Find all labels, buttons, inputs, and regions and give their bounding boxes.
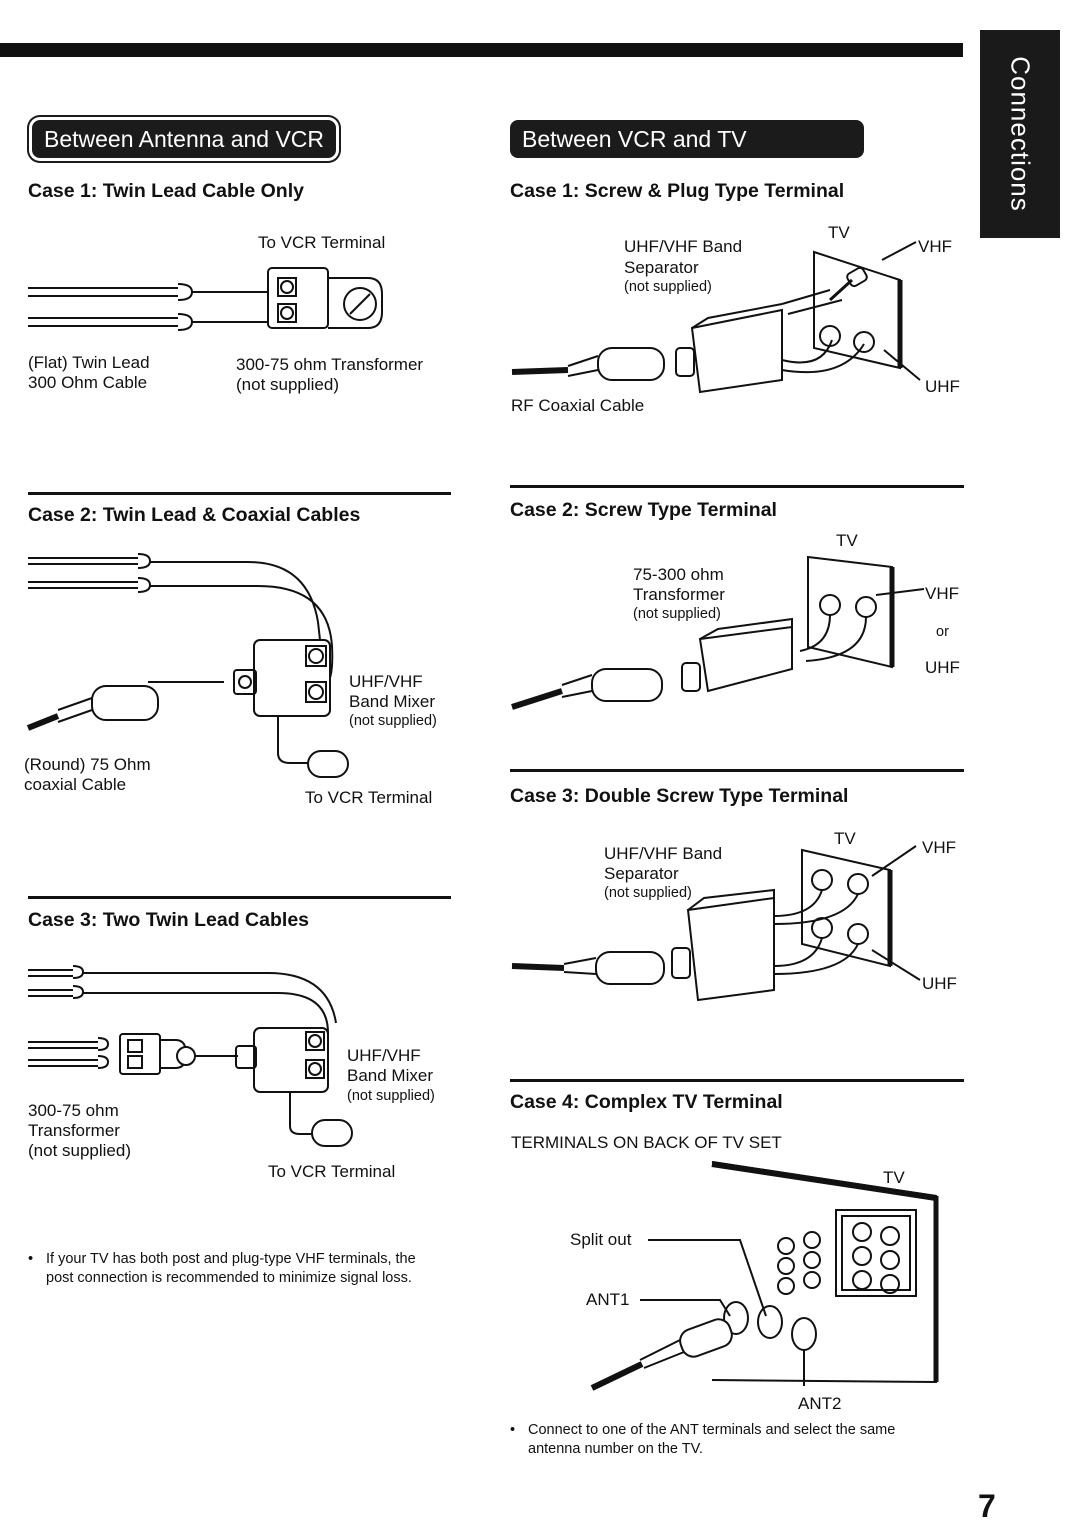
case1-left-title: Case 1: Twin Lead Cable Only [28,180,304,202]
transformer-screw-diagram [512,555,922,715]
case1-right-sep-line2: Separator [624,258,699,277]
case4-right-ant2: ANT2 [798,1394,842,1413]
complex-tv-terminal-diagram [580,1160,940,1400]
case3-left-xf-line1: 300-75 ohm [28,1101,119,1120]
header-antenna-vcr: Between Antenna and VCR [32,120,337,158]
double-screw-diagram [512,840,922,1000]
divider [510,1079,964,1082]
case1-right-rf: RF Coaxial Cable [511,396,645,415]
case2-right-xf-line1: 75-300 ohm [633,565,724,584]
case3-left-mixer-note: (not supplied) [347,1088,435,1104]
case2-right-or: or [936,624,949,640]
case4-right-title: Case 4: Complex TV Terminal [510,1091,783,1113]
side-tab-label: Connections [1005,56,1036,212]
divider [510,769,964,772]
case1-right-sep-line1: UHF/VHF Band [624,237,743,256]
case2-right-tv: TV [836,531,858,550]
twin-coax-mixer-diagram [28,548,378,778]
case2-left-round-line2: coaxial Cable [24,775,127,794]
case3-right-title: Case 3: Double Screw Type Terminal [510,785,849,807]
case3-right-uhf: UHF [922,974,957,993]
case1-right-uhf: UHF [925,377,960,396]
case4-right-split-out: Split out [570,1230,632,1249]
case3-left-title: Case 3: Two Twin Lead Cables [28,909,310,931]
case2-left-to-vcr: To VCR Terminal [305,788,433,807]
section-side-tab: Connections [980,30,1060,238]
header-vcr-tv: Between VCR and TV [510,120,864,158]
case2-right-vhf: VHF [925,584,959,603]
case3-left-xf-line3: (not supplied) [28,1141,132,1160]
separator-screw-plug-diagram [512,240,922,400]
case3-left-mixer-line2: Band Mixer [347,1066,433,1085]
case2-left-mixer-line1: UHF/VHF [349,672,423,691]
case4-right-ant1: ANT1 [586,1290,630,1309]
case2-right-xf-note: (not supplied) [633,606,721,622]
top-rule [0,43,963,57]
case4-right-tv: TV [883,1168,905,1187]
case2-left-mixer-line2: Band Mixer [349,692,435,711]
case3-right-tv: TV [834,829,856,848]
case1-left-flat-line2: 300 Ohm Cable [28,373,148,392]
divider [28,492,451,495]
case1-left-xf-line2: (not supplied) [236,375,340,394]
case4-right-subtitle: TERMINALS ON BACK OF TV SET [511,1133,782,1152]
case3-right-vhf: VHF [922,838,956,857]
case3-left-mixer-line1: UHF/VHF [347,1046,421,1065]
case3-left-xf-line2: Transformer [28,1121,120,1140]
case1-right-vhf: VHF [918,237,952,256]
two-twin-lead-diagram [28,960,358,1150]
case1-right-sep-note: (not supplied) [624,279,712,295]
right-note: •Connect to one of the ANT terminals and… [510,1422,896,1457]
case1-left-to-vcr: To VCR Terminal [258,233,386,252]
twin-lead-transformer-diagram [28,258,408,338]
case1-right-tv: TV [828,223,850,242]
case1-left-flat-line1: (Flat) Twin Lead [28,353,150,372]
case3-right-sep-line1: UHF/VHF Band [604,844,723,863]
case3-left-to-vcr: To VCR Terminal [268,1162,396,1181]
divider [510,485,964,488]
page-number: 7 [978,1488,996,1524]
case3-right-sep-line2: Separator [604,864,679,883]
case2-left-title: Case 2: Twin Lead & Coaxial Cables [28,504,361,526]
case1-left-xf-line1: 300-75 ohm Transformer [236,355,424,374]
case2-right-title: Case 2: Screw Type Terminal [510,499,777,521]
case2-right-xf-line2: Transformer [633,585,725,604]
left-note: •If your TV has both post and plug-type … [28,1251,416,1286]
case3-right-sep-note: (not supplied) [604,885,692,901]
case2-right-uhf: UHF [925,658,960,677]
divider [28,896,451,899]
case2-left-mixer-note: (not supplied) [349,713,437,729]
case1-right-title: Case 1: Screw & Plug Type Terminal [510,180,845,202]
case2-left-round-line1: (Round) 75 Ohm [24,755,151,774]
